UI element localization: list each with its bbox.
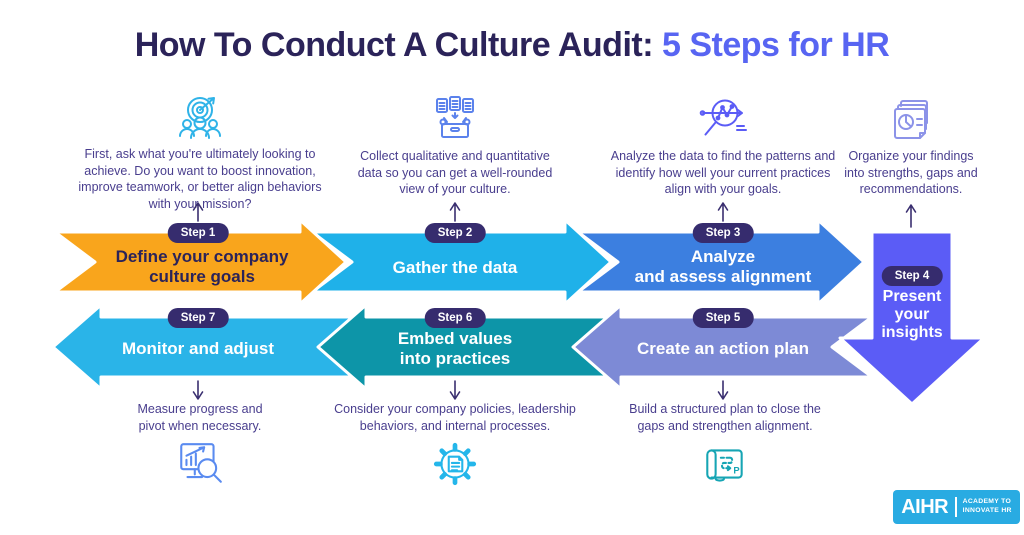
step1-arrow-shape <box>53 218 348 306</box>
step6-badge: Step 6 <box>424 308 486 328</box>
connector-down-step7 <box>192 380 204 400</box>
aihr-logo-brand: AIHR <box>901 495 949 518</box>
step1-badge: Step 1 <box>167 223 229 243</box>
connector-arrows <box>192 202 917 400</box>
step6-label: Embed values into practices <box>397 329 513 368</box>
step7-badge: Step 7 <box>167 308 229 328</box>
step5-badge: Step 5 <box>692 308 754 328</box>
step4-description: Organize your findings into strengths, g… <box>844 149 978 196</box>
connector-up-step3 <box>717 202 729 222</box>
step3-arrow-shape <box>576 218 866 306</box>
aihr-logo-tagline: ACADEMY TO INNOVATE HR <box>963 498 1012 516</box>
step7-label: Monitor and adjust <box>121 339 275 358</box>
step3-top-column: Analyze the data to find the patterns an… <box>583 96 863 198</box>
step4-badge: Step 4 <box>881 266 943 286</box>
step6-description: Consider your company policies, leadersh… <box>334 402 576 433</box>
monitor-magnifier-icon <box>180 443 222 483</box>
step1-top-column: First, ask what you're ultimately lookin… <box>45 94 355 212</box>
aihr-logo-divider <box>955 497 957 517</box>
data-collection-icon <box>436 96 474 138</box>
step7-description: Measure progress and pivot when necessar… <box>137 402 263 433</box>
connector-up-step2 <box>449 202 461 222</box>
page-title-accent: 5 Steps for HR <box>662 26 890 64</box>
step7-bottom-column: Measure progress and pivot when necessar… <box>60 401 340 489</box>
connector-down-step6 <box>449 380 461 400</box>
step4-label: Present your insights <box>881 288 943 341</box>
step4-top-column: Organize your findings into strengths, g… <box>826 96 996 198</box>
page-title-main: How To Conduct A Culture Audit: <box>134 26 662 64</box>
connector-up-step1 <box>192 202 204 222</box>
aihr-tagline-line2: INNOVATE HR <box>962 507 1012 514</box>
aihr-tagline-line1: ACADEMY TO <box>962 498 1012 506</box>
step5-description: Build a structured plan to close the gap… <box>629 402 821 433</box>
analysis-magnifier-icon <box>699 99 747 136</box>
step5-bottom-column: Build a structured plan to close the gap… <box>575 401 875 489</box>
step6-bottom-column: Consider your company policies, leadersh… <box>300 401 610 489</box>
team-target-icon <box>179 97 221 139</box>
step3-label: Analyze and assess alignment <box>634 247 812 286</box>
step4-arrow-shape <box>838 230 986 406</box>
page-title: How To Conduct A Culture Audit: 5 Steps … <box>0 26 1024 65</box>
action-plan-map-icon: P <box>706 449 743 482</box>
gear-document-icon <box>433 442 477 486</box>
step2-badge: Step 2 <box>424 223 486 243</box>
aihr-logo: AIHR ACADEMY TO INNOVATE HR <box>893 490 1020 524</box>
step5-arrow-shape <box>571 303 874 391</box>
connector-down-step5 <box>717 380 729 400</box>
step2-description: Collect qualitative and quantitative dat… <box>357 149 553 196</box>
report-pages-icon <box>894 100 928 139</box>
step2-top-column: Collect qualitative and quantitative dat… <box>325 96 585 198</box>
plan-marker-letter: P <box>733 465 739 475</box>
step2-arrow-shape <box>310 218 613 306</box>
step1-label: Define your company culture goals <box>115 247 289 286</box>
step5-label: Create an action plan <box>637 339 809 358</box>
step3-description: Analyze the data to find the patterns an… <box>610 149 836 196</box>
step2-label: Gather the data <box>392 258 518 277</box>
step1-description: First, ask what you're ultimately lookin… <box>78 147 322 211</box>
step3-badge: Step 3 <box>692 223 754 243</box>
connector-up-step4 <box>905 204 917 228</box>
